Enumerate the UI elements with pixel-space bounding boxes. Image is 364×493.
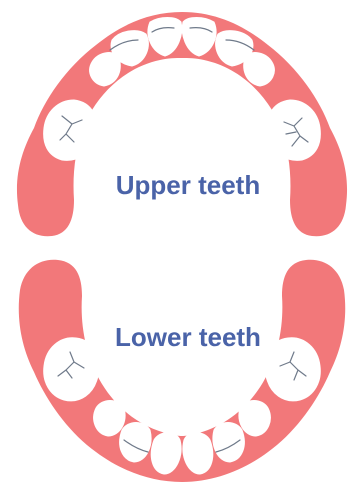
lower-molar-right (265, 338, 320, 401)
upper-teeth-label: Upper teeth (116, 170, 260, 200)
lower-arch (19, 260, 345, 482)
lower-molar-left (44, 338, 99, 401)
lower-teeth-label: Lower teeth (115, 322, 261, 352)
upper-arch (17, 12, 347, 236)
